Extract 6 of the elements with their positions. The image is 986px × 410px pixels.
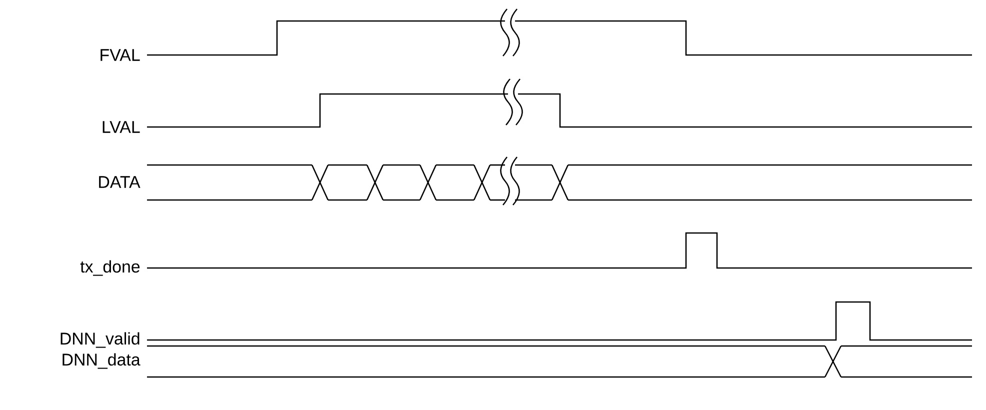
- signal-label: DATA: [99, 176, 140, 188]
- signal-label: LVAL: [102, 121, 140, 133]
- signal-label: tx_done: [80, 260, 140, 276]
- signal-label: DNN_data: [62, 353, 140, 369]
- signal-label: DNN_valid: [60, 332, 140, 348]
- signal-label: FVAL: [100, 49, 140, 61]
